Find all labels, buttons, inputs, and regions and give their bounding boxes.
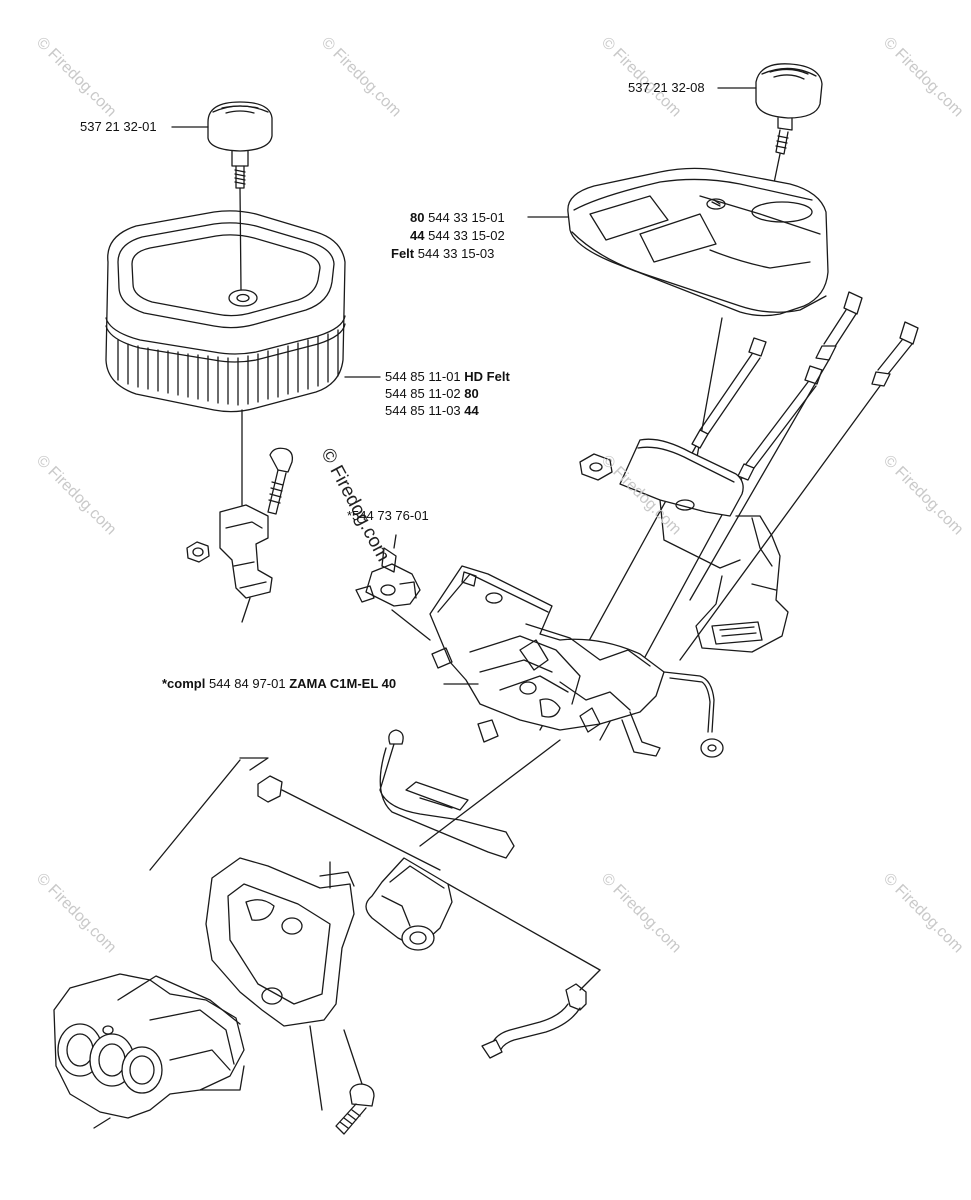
left-bracket-part [219,504,273,599]
label-cover-felt: Felt 544 33 15-03 [391,245,494,263]
label-cover-80: 80 544 33 15-01 [410,209,505,227]
filter-2-type: 80 [464,386,479,401]
dash-leader-1 [281,789,441,871]
label-knob-left: 537 21 32-01 [80,119,157,134]
label-filter-3: 544 85 11-03 44 [385,402,479,420]
small-carb-leader [393,534,397,549]
small-carb-axis [391,609,431,641]
elbow-leader [447,883,601,971]
knob-left-part [207,101,273,189]
bolt-axis-3 [689,357,831,601]
filter-2-part: 544 85 11-02 [385,386,461,401]
small-carb-part [355,547,421,607]
label-filter-1: 544 85 11-01 HD Felt [385,368,510,386]
long-bolts-part [691,291,919,481]
screw-axis-2 [343,1029,363,1085]
label-filter-2: 544 85 11-02 80 [385,385,479,403]
link-axis [419,739,561,847]
throttle-link-part [379,729,515,859]
bracket-lower-axis [241,597,251,623]
cover-felt-part: 544 33 15-03 [417,246,495,261]
label-cover-44: 44 544 33 15-02 [410,227,505,245]
cover-80-part: 544 33 15-01 [428,210,505,225]
carb-compl-part: 544 84 97-01 [208,676,286,691]
dash-leader-2 [239,757,269,771]
left-screw-part [267,447,294,515]
dash-leader-3 [149,759,241,871]
knob-right-part [755,63,823,155]
small-clip-part [257,775,283,803]
cover-44-part: 544 33 15-02 [428,228,505,243]
label-carb-compl: *compl 544 84 97-01 ZAMA C1M-EL 40 [162,675,396,693]
flange-gasket-part [205,857,355,1027]
cover-80-num: 80 [410,210,425,225]
cylinder-cover-part [567,167,829,317]
carburetor-part [429,565,724,758]
intake-manifold-part [53,973,245,1119]
left-nut-part [186,541,210,563]
cover-44-num: 44 [410,228,425,243]
carb-compl-prefix: *compl [162,676,206,691]
carb-compl-model: ZAMA C1M-EL 40 [289,676,397,691]
knob-left-axis [239,187,242,291]
air-filter-part [105,210,346,413]
filter-3-part: 544 85 11-03 [385,403,461,418]
bolt-axis-4 [679,385,881,661]
label-knob-right: 537 21 32-08 [628,80,705,95]
filter-1-type: HD Felt [464,369,510,384]
fuel-hose-part [481,983,587,1059]
intake-elbow-part [365,857,453,951]
bottom-screw-part [335,1083,375,1135]
cover-felt-num: Felt [391,246,415,261]
screw-axis-1 [309,1025,323,1111]
label-small-carb: *544 73 76-01 [347,508,429,523]
hose-leader [579,969,601,991]
manifold-leader [93,1117,111,1129]
filter-1-part: 544 85 11-01 [385,369,461,384]
filter-3-type: 44 [464,403,479,418]
filter-holder-part [579,438,789,653]
